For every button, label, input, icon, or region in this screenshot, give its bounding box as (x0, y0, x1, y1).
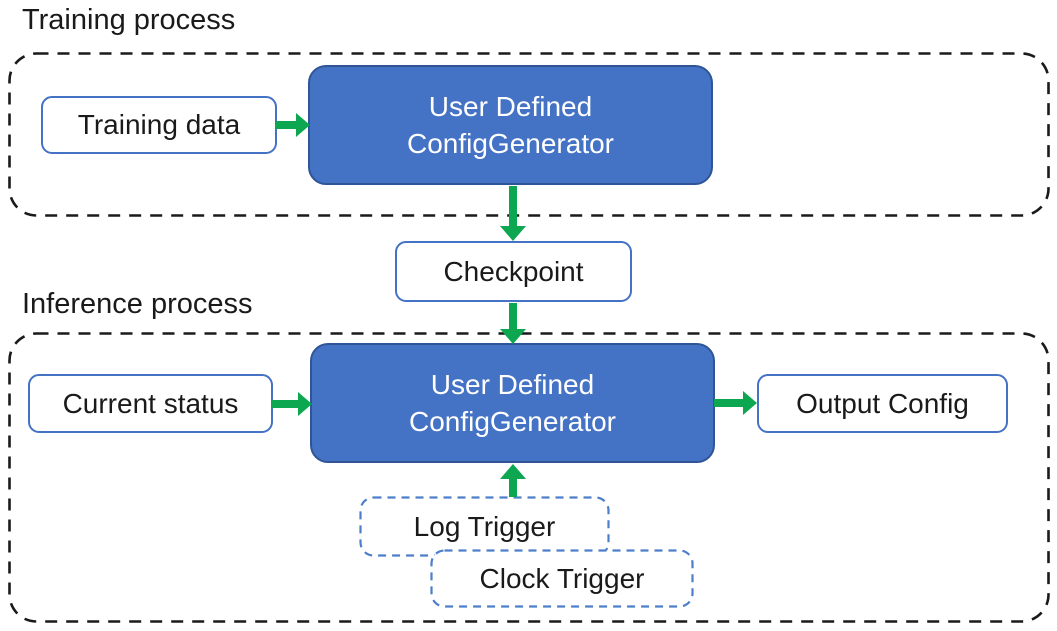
output-config-box: Output Config (757, 374, 1008, 433)
arrow-checkpoint-to-inference-generator (500, 303, 526, 344)
log-trigger-label: Log Trigger (413, 510, 556, 542)
inference-generator-line1: User Defined (430, 369, 595, 400)
clock-trigger-box: Clock Trigger (430, 549, 694, 608)
current-status-label: Current status (62, 387, 239, 419)
training-process-label: Training process (22, 4, 236, 36)
inference-container-border (8, 332, 1050, 623)
log-trigger-border (359, 496, 610, 557)
arrow-training-data-to-generator (276, 113, 310, 137)
training-data-label: Training data (77, 109, 241, 140)
output-config-label: Output Config (796, 387, 969, 419)
inference-process-label: Inference process (22, 288, 253, 320)
clock-trigger-label: Clock Trigger (479, 562, 645, 594)
inference-generator-line2: ConfigGenerator (408, 406, 616, 437)
training-config-generator-box: User Defined ConfigGenerator (308, 65, 713, 185)
inference-config-generator-box: User Defined ConfigGenerator (310, 343, 715, 463)
training-data-box: Training data (41, 96, 277, 154)
current-status-box: Current status (28, 374, 273, 433)
training-generator-line2: ConfigGenerator (406, 128, 614, 159)
arrow-triggers-to-generator (500, 464, 526, 497)
arrow-generator-to-output-config (714, 391, 757, 415)
arrow-training-generator-to-checkpoint (500, 186, 526, 241)
checkpoint-label: Checkpoint (443, 255, 584, 287)
training-container-border (8, 52, 1050, 217)
log-trigger-box: Log Trigger (359, 496, 610, 557)
clock-trigger-border (430, 549, 694, 608)
checkpoint-box: Checkpoint (395, 241, 632, 302)
arrow-current-status-to-generator (272, 392, 312, 416)
training-generator-line1: User Defined (428, 91, 593, 122)
